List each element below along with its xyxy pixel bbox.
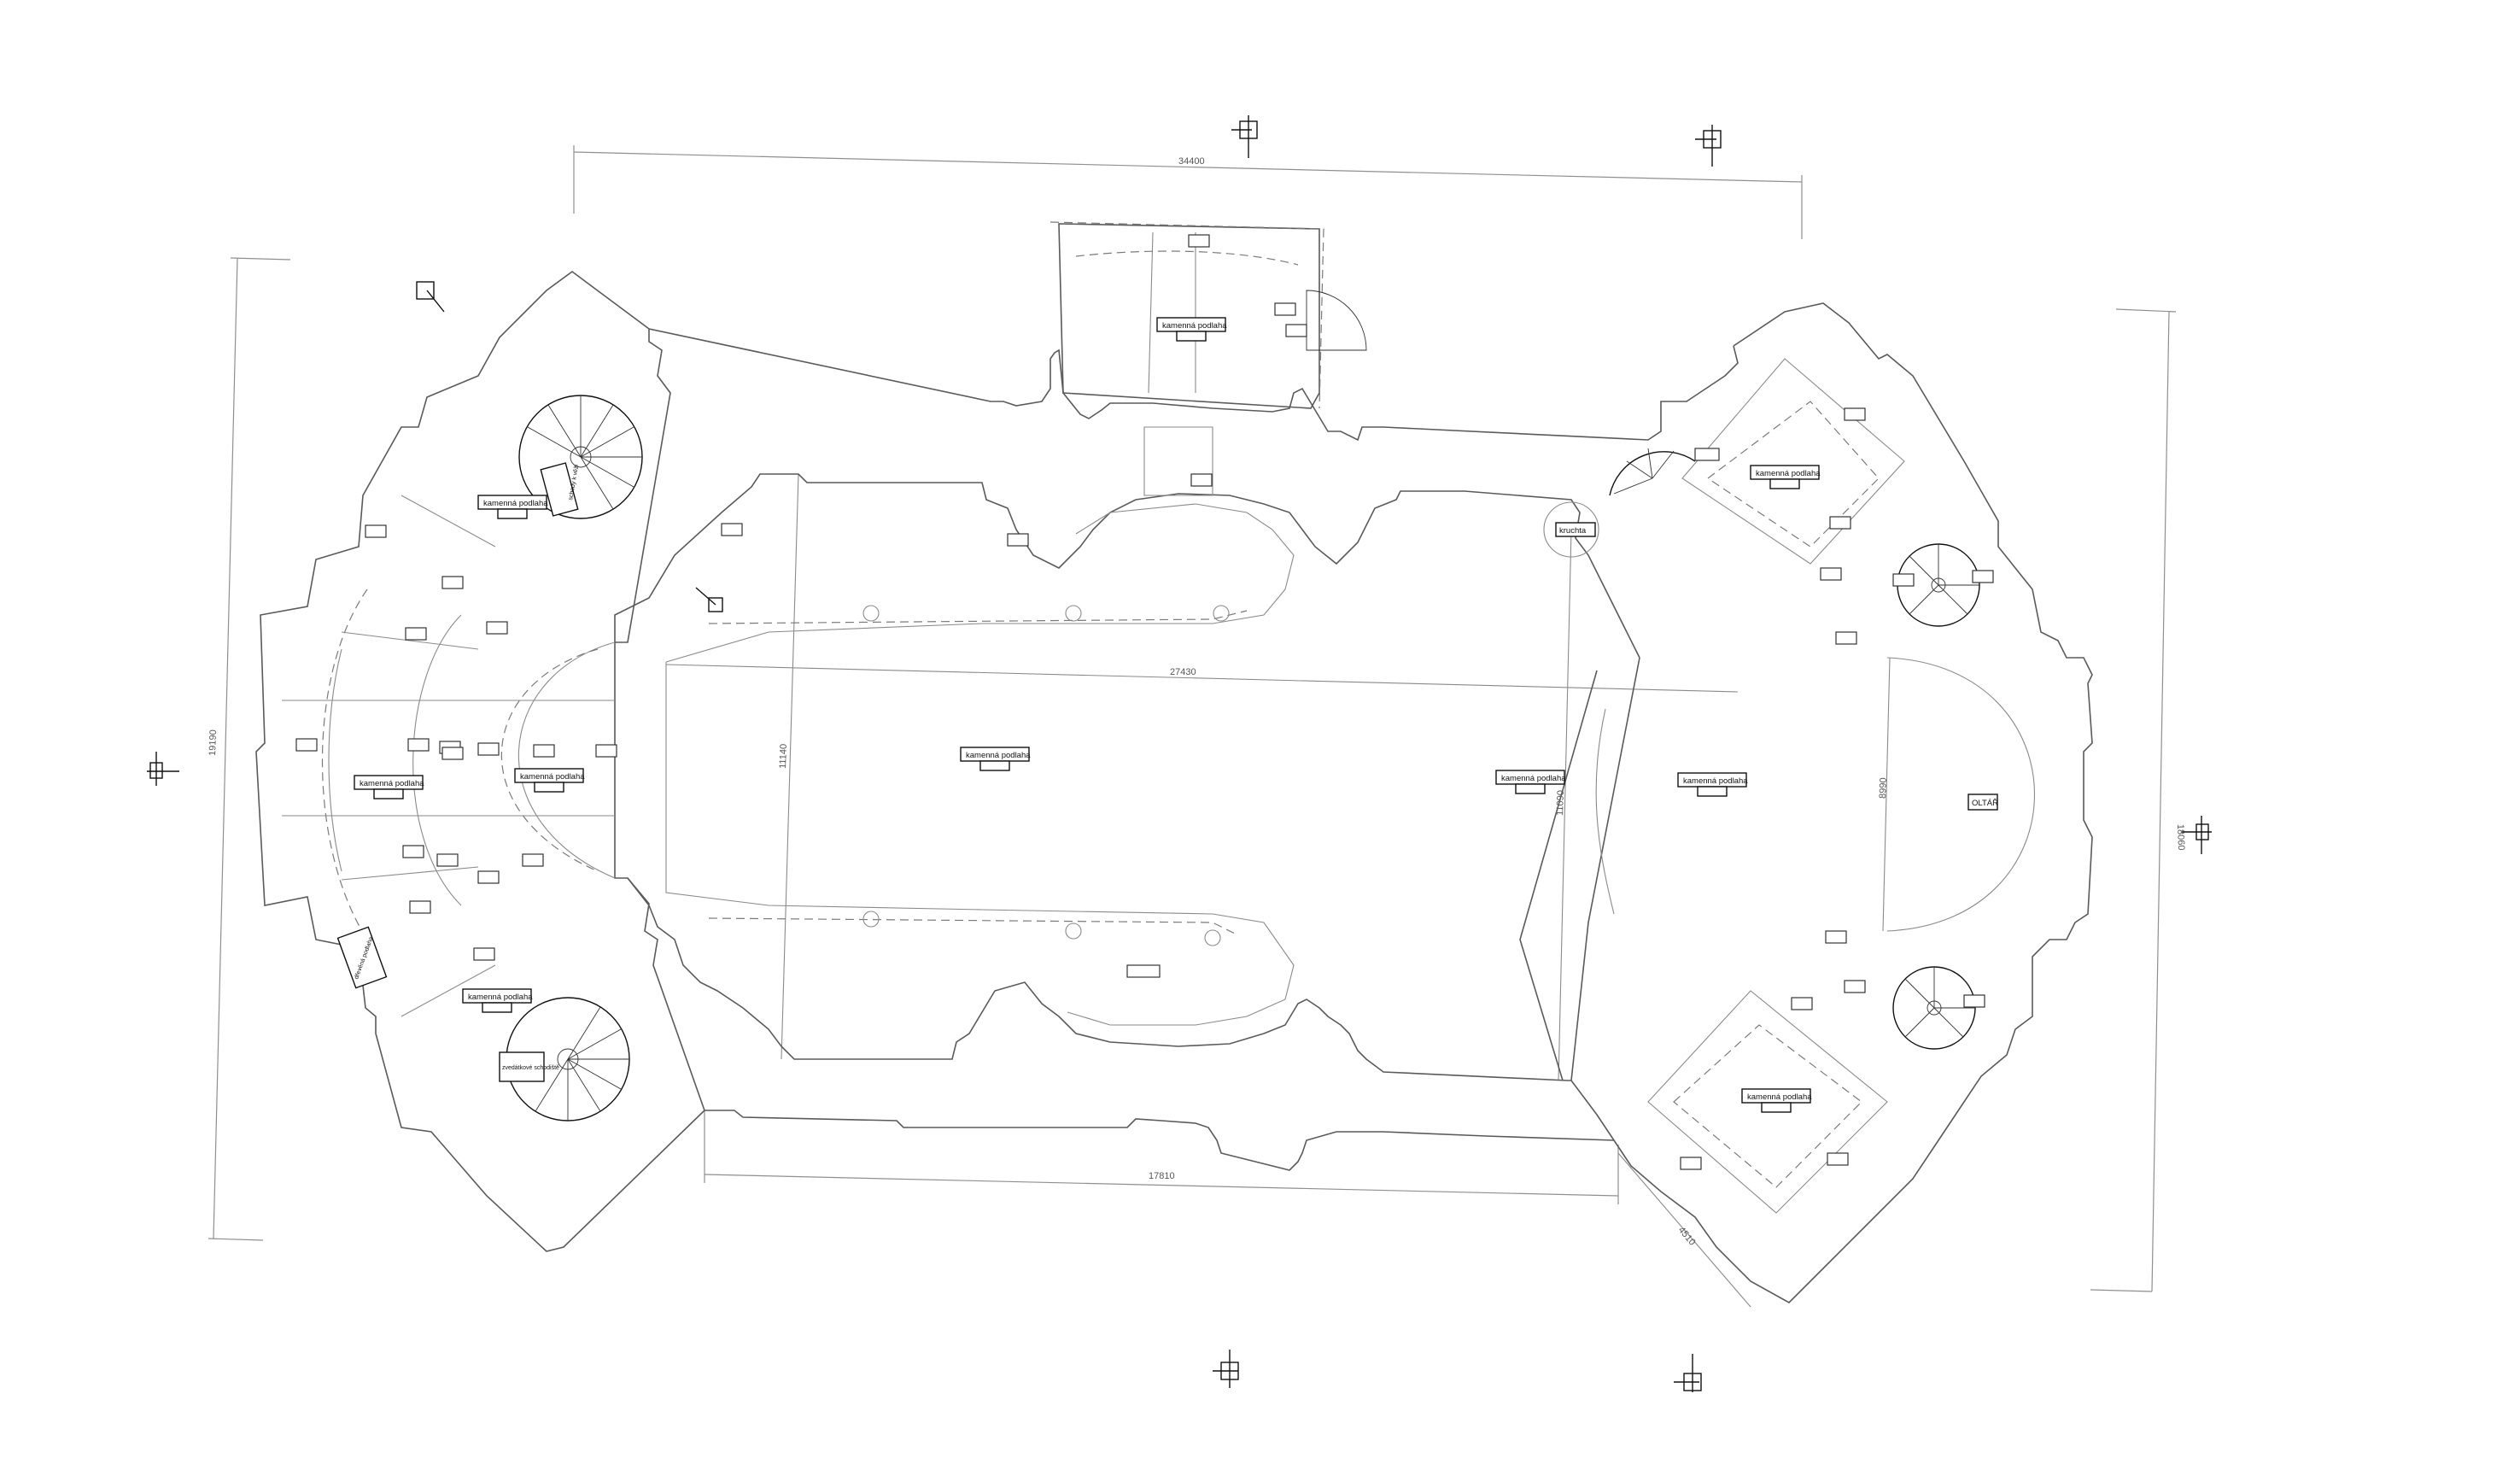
label-west-room: dřevěná podlaha	[336, 926, 388, 989]
stair-ne-lower	[1897, 543, 1980, 627]
svg-text:kamenná podlaha: kamenná podlaha	[1501, 774, 1566, 783]
svg-text:kamenná podlaha: kamenná podlaha	[520, 772, 585, 782]
dim-left: 19190	[208, 729, 219, 756]
svg-text:kamenná podlaha: kamenná podlaha	[360, 779, 424, 788]
room-label-west-lower: kamenná podlaha	[462, 988, 533, 1013]
stair-nw	[518, 395, 643, 519]
dim-top: 34400	[1178, 156, 1205, 167]
svg-text:kamenná podlaha: kamenná podlaha	[1162, 321, 1227, 331]
room-label-west-mid: kamenná podlaha	[514, 768, 585, 793]
room-label-nave: kamenná podlaha	[960, 747, 1031, 771]
svg-text:kruchta: kruchta	[1559, 526, 1587, 536]
room-label-apse: kamenná podlaha	[1677, 772, 1748, 797]
section-markers	[147, 115, 2212, 1392]
svg-text:kamenná podlaha: kamenná podlaha	[1756, 469, 1821, 478]
room-label-west-upper: kamenná podlaha	[477, 495, 548, 519]
label-kruchta: kruchta	[1555, 522, 1596, 537]
stair-se	[1892, 966, 1976, 1050]
room-label-se-sacristy: kamenná podlaha	[1741, 1088, 1812, 1113]
svg-text:kamenná podlaha: kamenná podlaha	[1747, 1092, 1812, 1102]
svg-text:kamenná podlaha: kamenná podlaha	[1683, 776, 1748, 786]
room-tags	[295, 234, 1994, 1170]
dim-nave-axis: 27430	[1170, 667, 1196, 677]
svg-text:kamenná podlaha: kamenná podlaha	[468, 993, 533, 1002]
dim-apse-width: 8990	[1878, 777, 1889, 799]
dim-right: 18060	[2175, 824, 2186, 851]
dim-bottom: 17810	[1149, 1171, 1175, 1181]
dimension-lines: 34400 17810 19190 18060 27430 11140 1109…	[208, 145, 2186, 1308]
label-altar: OLTÁŘ	[1967, 794, 1998, 811]
room-label-presbytery: kamenná podlaha	[1495, 770, 1566, 794]
room-label-west-centre: kamenná podlaha	[354, 775, 424, 799]
svg-text:OLTÁŘ: OLTÁŘ	[1972, 799, 1998, 808]
stair-ne-upper	[1609, 448, 1696, 496]
spiral-stairs	[506, 290, 1980, 1122]
svg-text:zvedátkové schodiště: zvedátkové schodiště	[502, 1065, 559, 1071]
dim-nave-width: 11140	[778, 744, 789, 769]
label-stair-sw: zvedátkové schodiště	[499, 1051, 559, 1082]
interior-lines	[282, 231, 2036, 1214]
outer-walls	[255, 221, 2093, 1303]
room-labels: kamenná podlaha kamenná podlaha kamenná …	[336, 317, 1998, 1113]
room-label-ne-sacristy: kamenná podlaha	[1750, 465, 1821, 489]
room-label-south-porch: kamenná podlaha	[1156, 317, 1227, 342]
svg-text:kamenná podlaha: kamenná podlaha	[966, 751, 1031, 760]
dim-diag: 4510	[1676, 1225, 1698, 1247]
svg-text:kamenná podlaha: kamenná podlaha	[483, 499, 548, 508]
